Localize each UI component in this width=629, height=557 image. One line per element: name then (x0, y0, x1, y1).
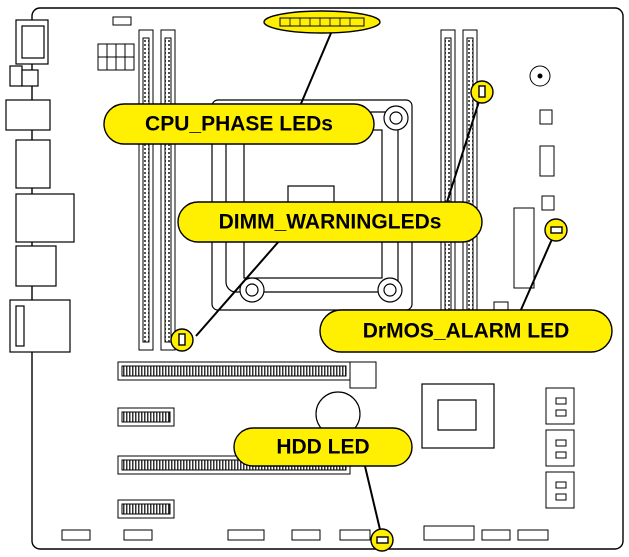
callout-cpu-phase: CPU_PHASE LEDs (103, 103, 375, 145)
chipset (421, 383, 495, 449)
callout-hdd: HDD LED (233, 427, 413, 467)
callout-drmos-alarm-label: DrMOS_ALARM LED (363, 320, 570, 343)
bottom-headers (61, 525, 549, 541)
led-markers (170, 80, 568, 552)
callout-dimm-warning: DIMM_WARNINGLEDs (177, 201, 483, 243)
rear-io-panel (5, 19, 75, 353)
callout-pointers (195, 25, 557, 539)
callout-dimm-warning-label: DIMM_WARNINGLEDs (219, 211, 442, 234)
right-side-components (493, 65, 555, 315)
pcie-slots (117, 361, 377, 519)
callout-drmos-alarm: DrMOS_ALARM LED (319, 309, 613, 353)
top-connectors (97, 16, 135, 71)
callout-hdd-label: HDD LED (276, 436, 369, 459)
callout-cpu-phase-label: CPU_PHASE LEDs (145, 113, 333, 136)
cpu-phase-highlight (263, 10, 381, 34)
sata-ports (545, 387, 575, 509)
